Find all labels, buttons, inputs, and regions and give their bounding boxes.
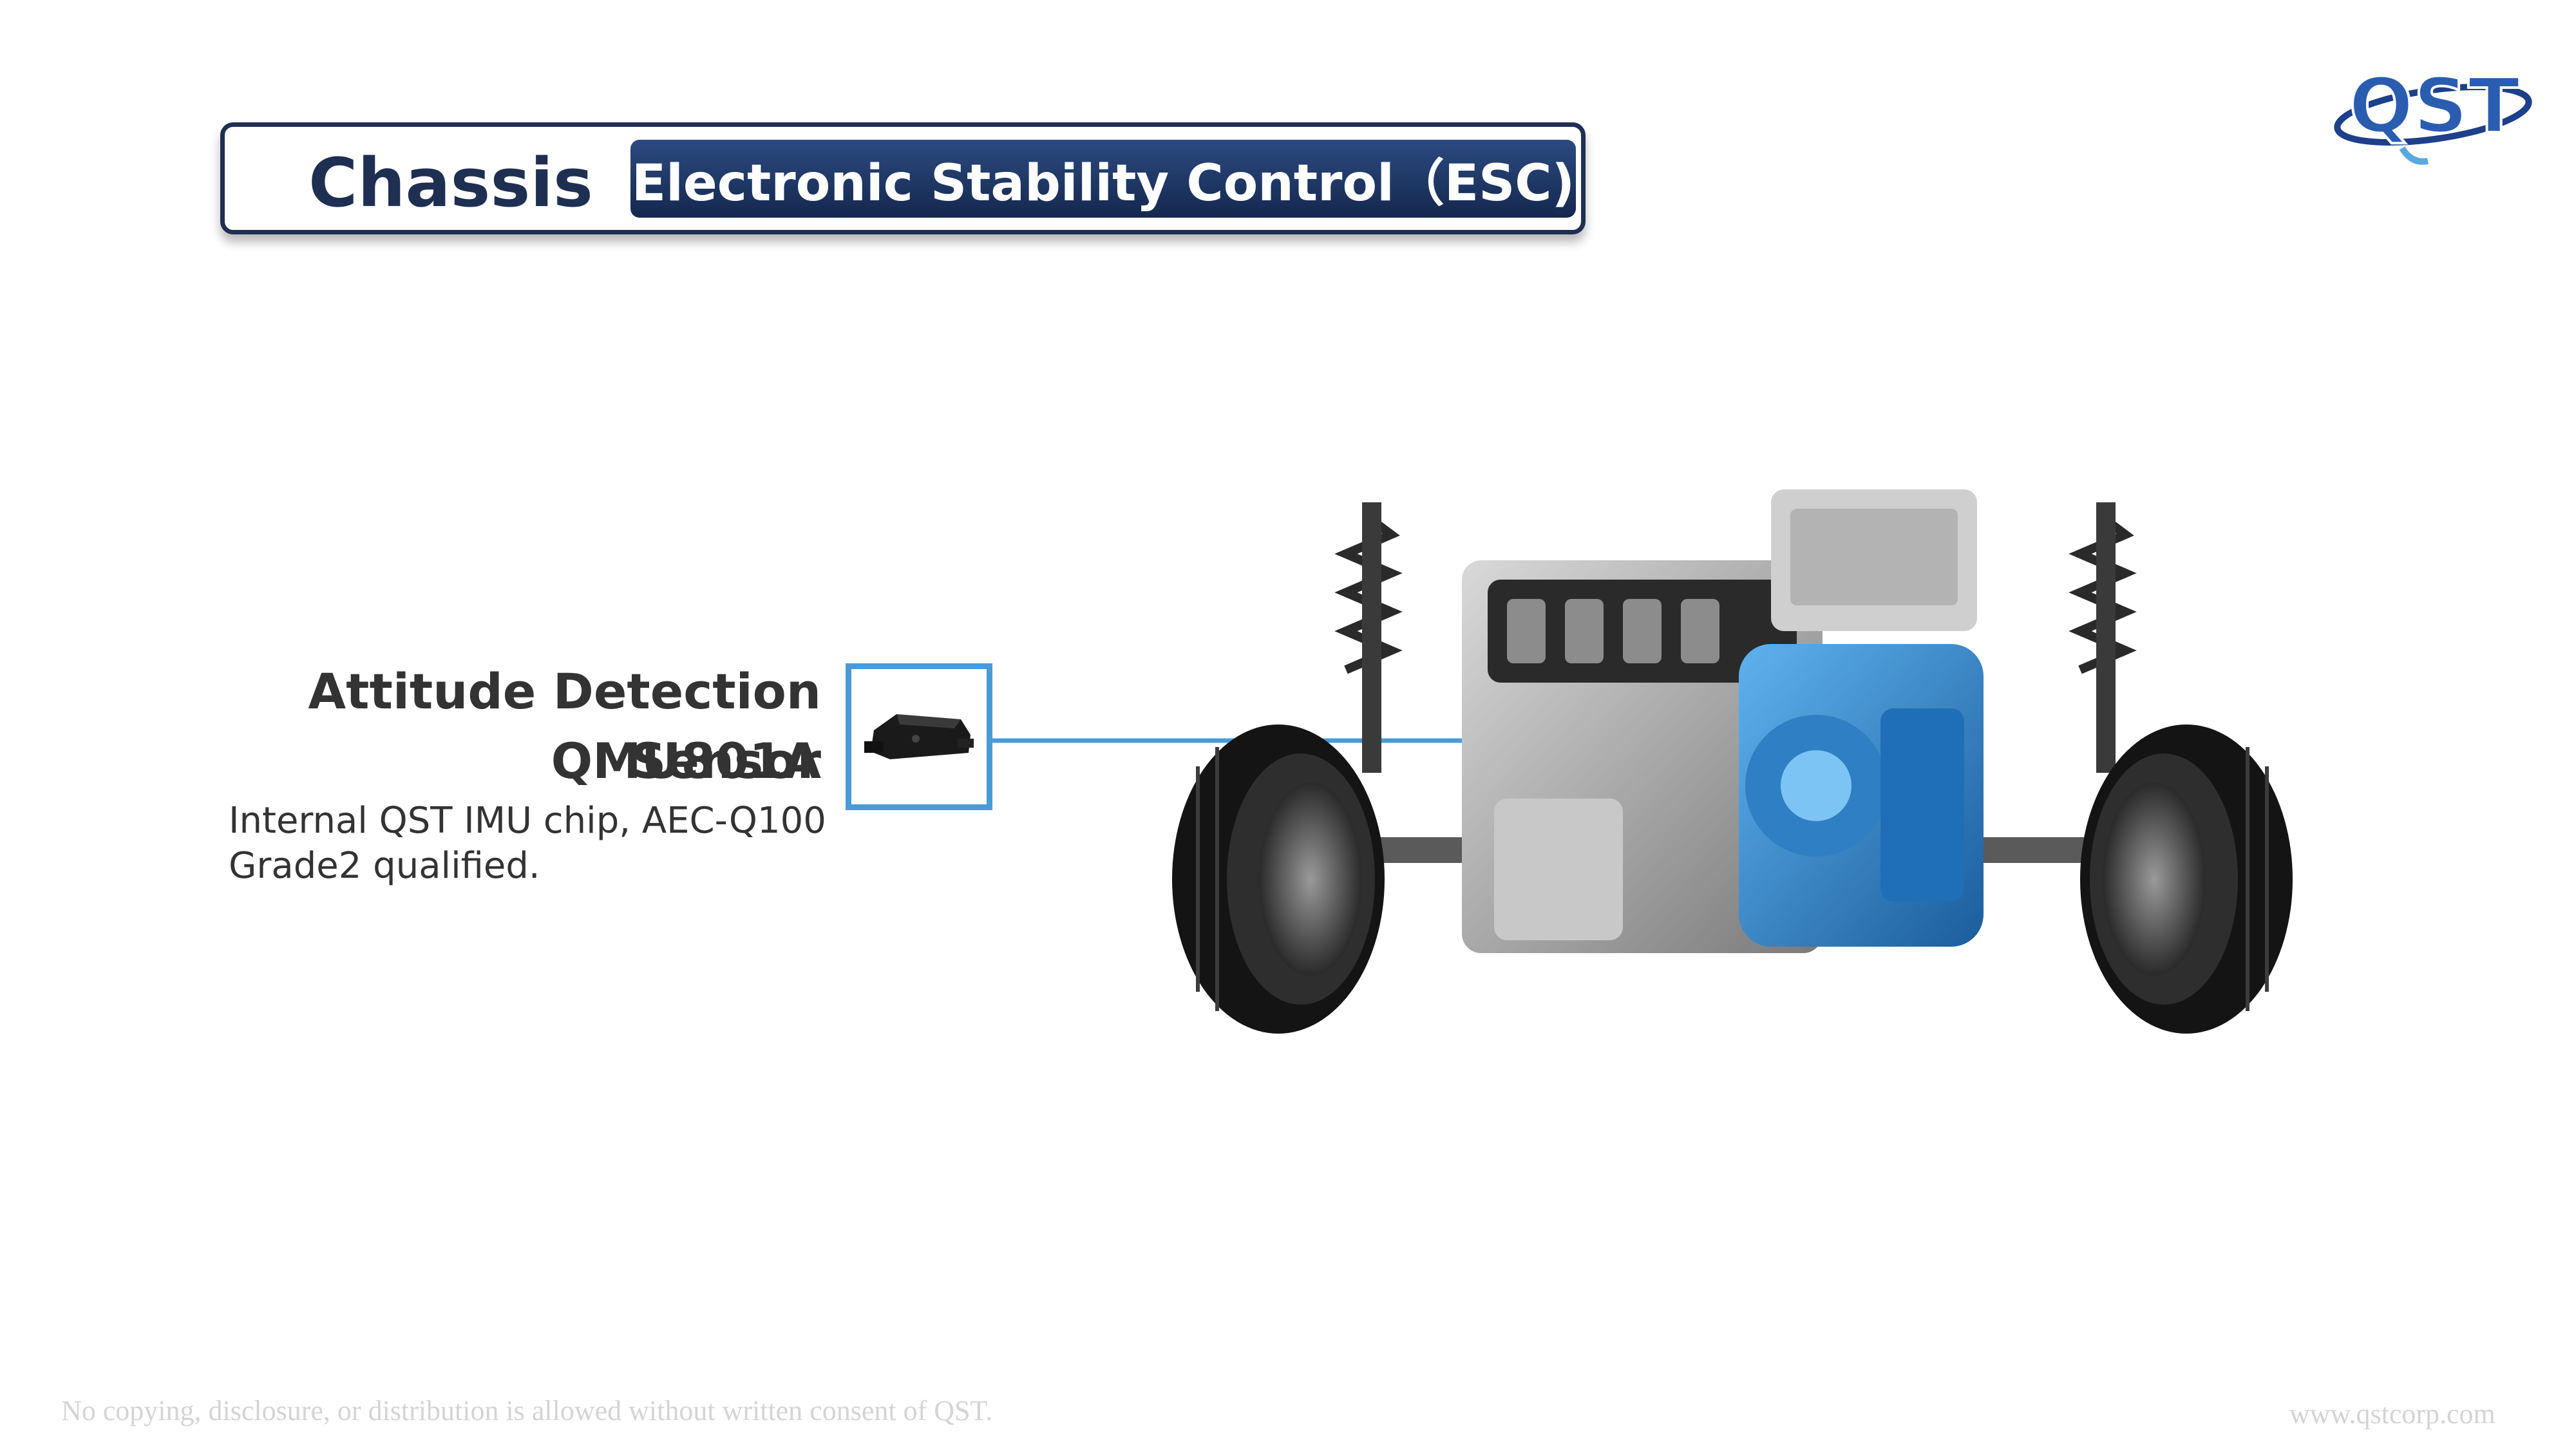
sensor-name: Attitude Detection Sensor [308,663,821,790]
sensor-module-icon [864,714,974,759]
car-chassis-powertrain-icon [1172,489,2293,1034]
logo-text: QST [2349,61,2520,150]
subtitle-pill: Electronic Stability Control（ESC) [630,140,1576,218]
sensor-description-line: Internal QST IMU chip, AEC-Q100 [229,800,826,842]
sensor-model: QMU801A [551,732,821,790]
sensor-image-frame [846,663,992,810]
section-title: Chassis [308,144,593,222]
qst-logo: QST [2331,52,2537,174]
car-chassis-illustration [1172,477,2293,1043]
copyright-notice: No copying, disclosure, or distribution … [61,1395,993,1426]
qst-logo-icon: QST [2334,60,2532,165]
sensor-description: Internal QST IMU chip, AEC-Q100 Grade2 q… [229,799,873,889]
subtitle-text: Electronic Stability Control（ESC) [631,154,1575,213]
section-header-banner: Chassis Electronic Stability Control（ESC… [220,122,1586,234]
sensor-description-line: Grade2 qualified. [229,845,540,887]
website-url: www.qstcorp.com [2289,1398,2496,1430]
